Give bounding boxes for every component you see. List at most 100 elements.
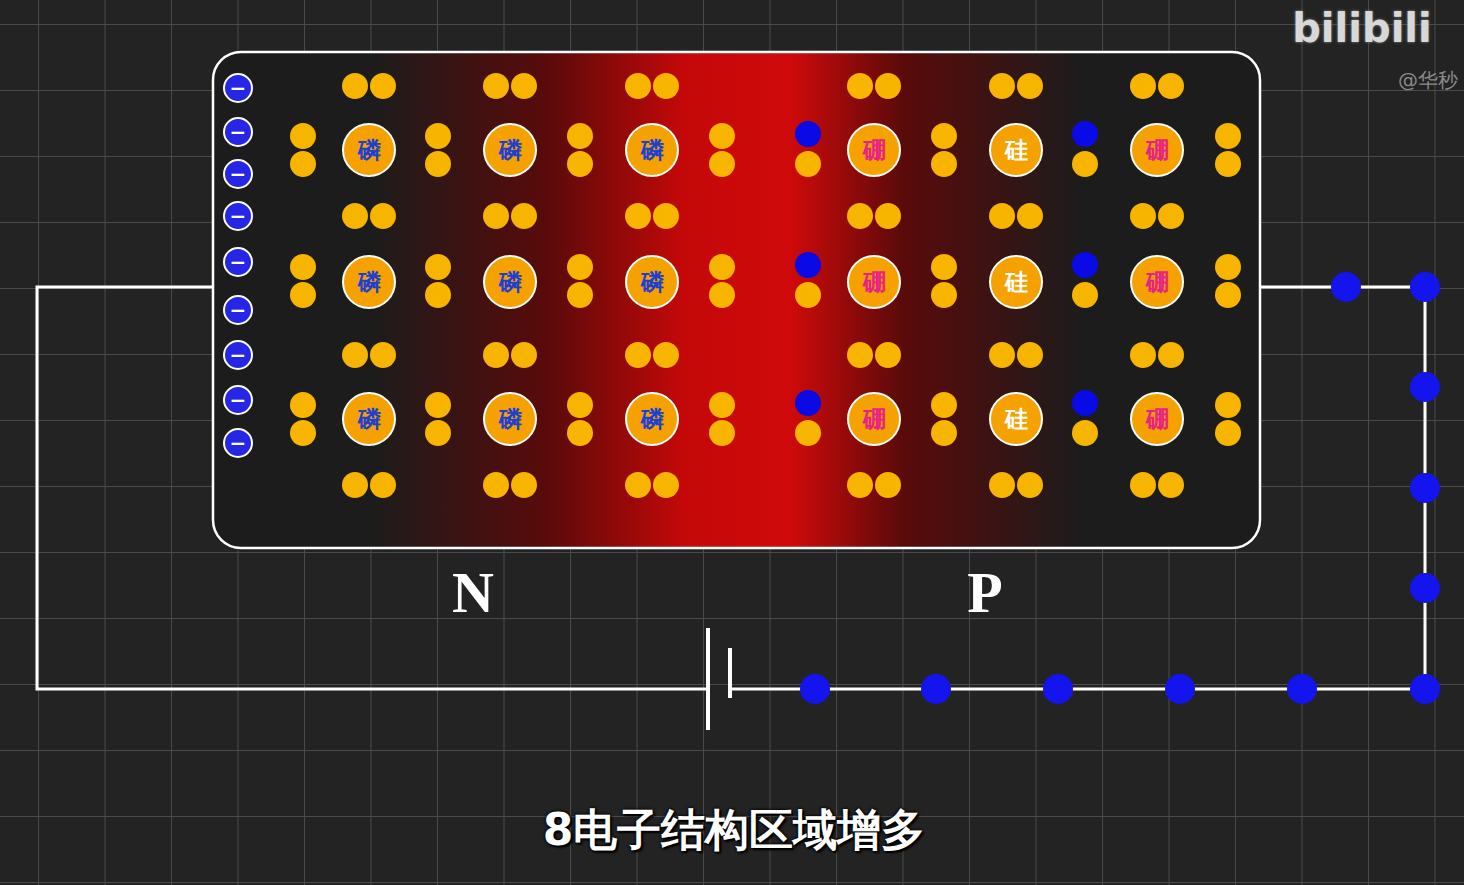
atom-circle: 磷 xyxy=(625,255,679,309)
electron-dot xyxy=(653,73,679,99)
electron-dot xyxy=(511,342,537,368)
element-name: 硼 xyxy=(863,408,886,431)
electron-dot xyxy=(1130,472,1156,498)
electron-dot xyxy=(931,282,957,308)
watermark: bilibili xyxy=(1292,5,1432,51)
element-name: 磷 xyxy=(358,139,381,162)
atom-circle: 磷 xyxy=(342,255,396,309)
electron-charge: − xyxy=(223,428,253,458)
electron-dot xyxy=(425,254,451,280)
charge-sign: − xyxy=(230,206,247,226)
atom-circle: 硼 xyxy=(847,123,901,177)
electron-dot xyxy=(1017,342,1043,368)
electron-dot xyxy=(370,73,396,99)
electron-dot xyxy=(567,420,593,446)
electron-dot xyxy=(425,420,451,446)
element-name: 磷 xyxy=(499,271,522,294)
electron-dot xyxy=(875,203,901,229)
electron-dot xyxy=(567,392,593,418)
atom-circle: 硅 xyxy=(989,123,1043,177)
electron-dot xyxy=(425,123,451,149)
electron-dot xyxy=(875,73,901,99)
electron-dot xyxy=(875,472,901,498)
electron-dot xyxy=(1072,282,1098,308)
electron-dot xyxy=(931,420,957,446)
electron-dot xyxy=(1017,73,1043,99)
electron-dot xyxy=(425,392,451,418)
electron-dot xyxy=(342,472,368,498)
element-name: 硼 xyxy=(1146,271,1169,294)
electron-dot xyxy=(847,342,873,368)
electron-dot xyxy=(1215,392,1241,418)
electron-dot xyxy=(511,472,537,498)
element-name: 硼 xyxy=(863,139,886,162)
electron-dot xyxy=(1215,123,1241,149)
atom-circle: 硼 xyxy=(847,255,901,309)
electron-dot xyxy=(342,203,368,229)
atom-circle: 磷 xyxy=(483,123,537,177)
electron-dot xyxy=(483,342,509,368)
electron-dot xyxy=(847,73,873,99)
electron-dot xyxy=(1130,203,1156,229)
electron-dot xyxy=(625,203,651,229)
electron-charge: − xyxy=(223,295,253,325)
electron-dot xyxy=(1158,342,1184,368)
battery-symbol xyxy=(708,628,730,730)
electron-dot xyxy=(875,342,901,368)
charge-sign: − xyxy=(230,390,247,410)
electron-dot xyxy=(1072,252,1098,278)
depletion-gradient xyxy=(213,52,1260,548)
electron-dot xyxy=(342,73,368,99)
element-name: 硅 xyxy=(1005,139,1028,162)
electron-dot xyxy=(290,151,316,177)
electron-dot xyxy=(567,254,593,280)
electron-dot xyxy=(1215,420,1241,446)
electron-dot xyxy=(625,73,651,99)
charge-sign: − xyxy=(230,164,247,184)
electron-dot xyxy=(483,472,509,498)
electron-dot xyxy=(795,420,821,446)
electron-dot xyxy=(342,342,368,368)
electron-dot xyxy=(1158,472,1184,498)
element-name: 硼 xyxy=(1146,139,1169,162)
electron-dot xyxy=(1072,151,1098,177)
electron-dot xyxy=(795,282,821,308)
atom-circle: 硼 xyxy=(847,392,901,446)
charge-sign: − xyxy=(230,433,247,453)
atom-circle: 磷 xyxy=(625,123,679,177)
element-name: 磷 xyxy=(641,271,664,294)
electron-dot xyxy=(625,472,651,498)
electron-dot xyxy=(1215,282,1241,308)
charge-sign: − xyxy=(230,78,247,98)
electron-charge: − xyxy=(223,117,253,147)
charge-sign: − xyxy=(230,122,247,142)
region-label: N xyxy=(452,559,494,626)
electron-dot xyxy=(370,203,396,229)
electron-charge: − xyxy=(223,247,253,277)
electron-dot xyxy=(1158,73,1184,99)
electron-dot xyxy=(425,151,451,177)
electron-dot xyxy=(1017,472,1043,498)
atom-circle: 磷 xyxy=(342,392,396,446)
atom-circle: 磷 xyxy=(342,123,396,177)
electron-dot xyxy=(709,282,735,308)
atom-circle: 硼 xyxy=(1130,255,1184,309)
electron-dot xyxy=(653,203,679,229)
electron-dot xyxy=(795,390,821,416)
electron-dot xyxy=(709,420,735,446)
electron-dot xyxy=(1072,121,1098,147)
electron-dot xyxy=(290,282,316,308)
atom-circle: 硅 xyxy=(989,392,1043,446)
electron-dot xyxy=(1130,73,1156,99)
atom-circle: 磷 xyxy=(625,392,679,446)
electron-charge: − xyxy=(223,385,253,415)
electron-dot xyxy=(795,151,821,177)
electron-dot xyxy=(370,472,396,498)
electron-dot xyxy=(931,151,957,177)
electron-dot xyxy=(931,123,957,149)
watermark: @华秒 xyxy=(1398,67,1458,94)
electron-dot xyxy=(653,472,679,498)
electron-dot xyxy=(1130,342,1156,368)
element-name: 磷 xyxy=(641,408,664,431)
